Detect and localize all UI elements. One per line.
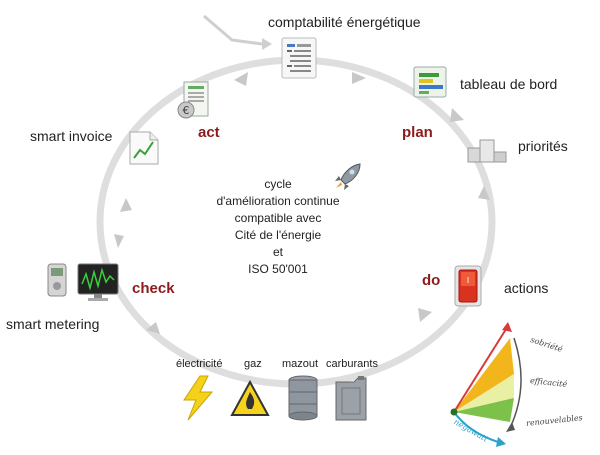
center-line: ISO 50'001: [248, 262, 308, 276]
svg-text:€: €: [183, 104, 190, 117]
monitor-graph-icon: [77, 263, 119, 301]
dashboard-chart-icon: [413, 66, 447, 98]
center-line: et: [272, 245, 283, 259]
flow-arrow: [234, 72, 248, 86]
accounting-document-icon: [281, 37, 317, 79]
svg-text:I: I: [467, 276, 469, 285]
flow-arrow: [114, 234, 124, 248]
flow-arrows: [114, 72, 490, 334]
rocket-icon: [335, 163, 361, 190]
energy-strategy-triangle: [450, 322, 522, 447]
incoming-arrow: [203, 14, 263, 46]
invoice-euro-icon: €: [177, 81, 209, 119]
smart-metering-label: smart metering: [6, 316, 100, 332]
priorities-label: priorités: [518, 138, 568, 154]
podium-icon: [467, 139, 507, 163]
pdca-check: check: [132, 280, 175, 297]
accounting-label: comptabilité énergétique: [268, 14, 421, 30]
gas-label: gaz: [244, 358, 262, 370]
flow-arrow: [146, 322, 160, 334]
fuels-label: carburants: [326, 358, 378, 370]
lightning-icon: [183, 375, 214, 421]
center-line: d'amélioration continue: [216, 194, 340, 208]
pdca-plan: plan: [402, 124, 433, 141]
power-switch-icon: I: [454, 265, 482, 307]
dashboard-label: tableau de bord: [460, 76, 558, 92]
center-line: cycle: [264, 177, 292, 191]
electricity-label: électricité: [176, 358, 223, 370]
flammable-warning-icon: [230, 380, 270, 416]
jerry-can-icon: [335, 376, 367, 421]
oil-barrel-icon: [288, 375, 318, 421]
meter-device-icon: [47, 263, 67, 297]
flow-arrow: [418, 308, 432, 322]
incoming-arrowhead: [262, 38, 272, 50]
center-line: Cité de l'énergie: [234, 228, 322, 242]
invoice-chart-icon: [129, 131, 159, 165]
center-line: compatible avec: [234, 211, 322, 225]
flow-arrow: [120, 198, 132, 212]
flow-arrow: [478, 186, 490, 200]
flow-arrow: [352, 72, 366, 84]
center-description: cycle d'amélioration continue compatible…: [190, 176, 366, 278]
fuel-oil-label: mazout: [282, 358, 319, 370]
pdca-do: do: [422, 272, 441, 289]
pdca-act: act: [198, 124, 220, 141]
flow-arrow: [450, 108, 464, 122]
actions-label: actions: [504, 280, 549, 296]
smart-invoice-label: smart invoice: [30, 128, 113, 144]
